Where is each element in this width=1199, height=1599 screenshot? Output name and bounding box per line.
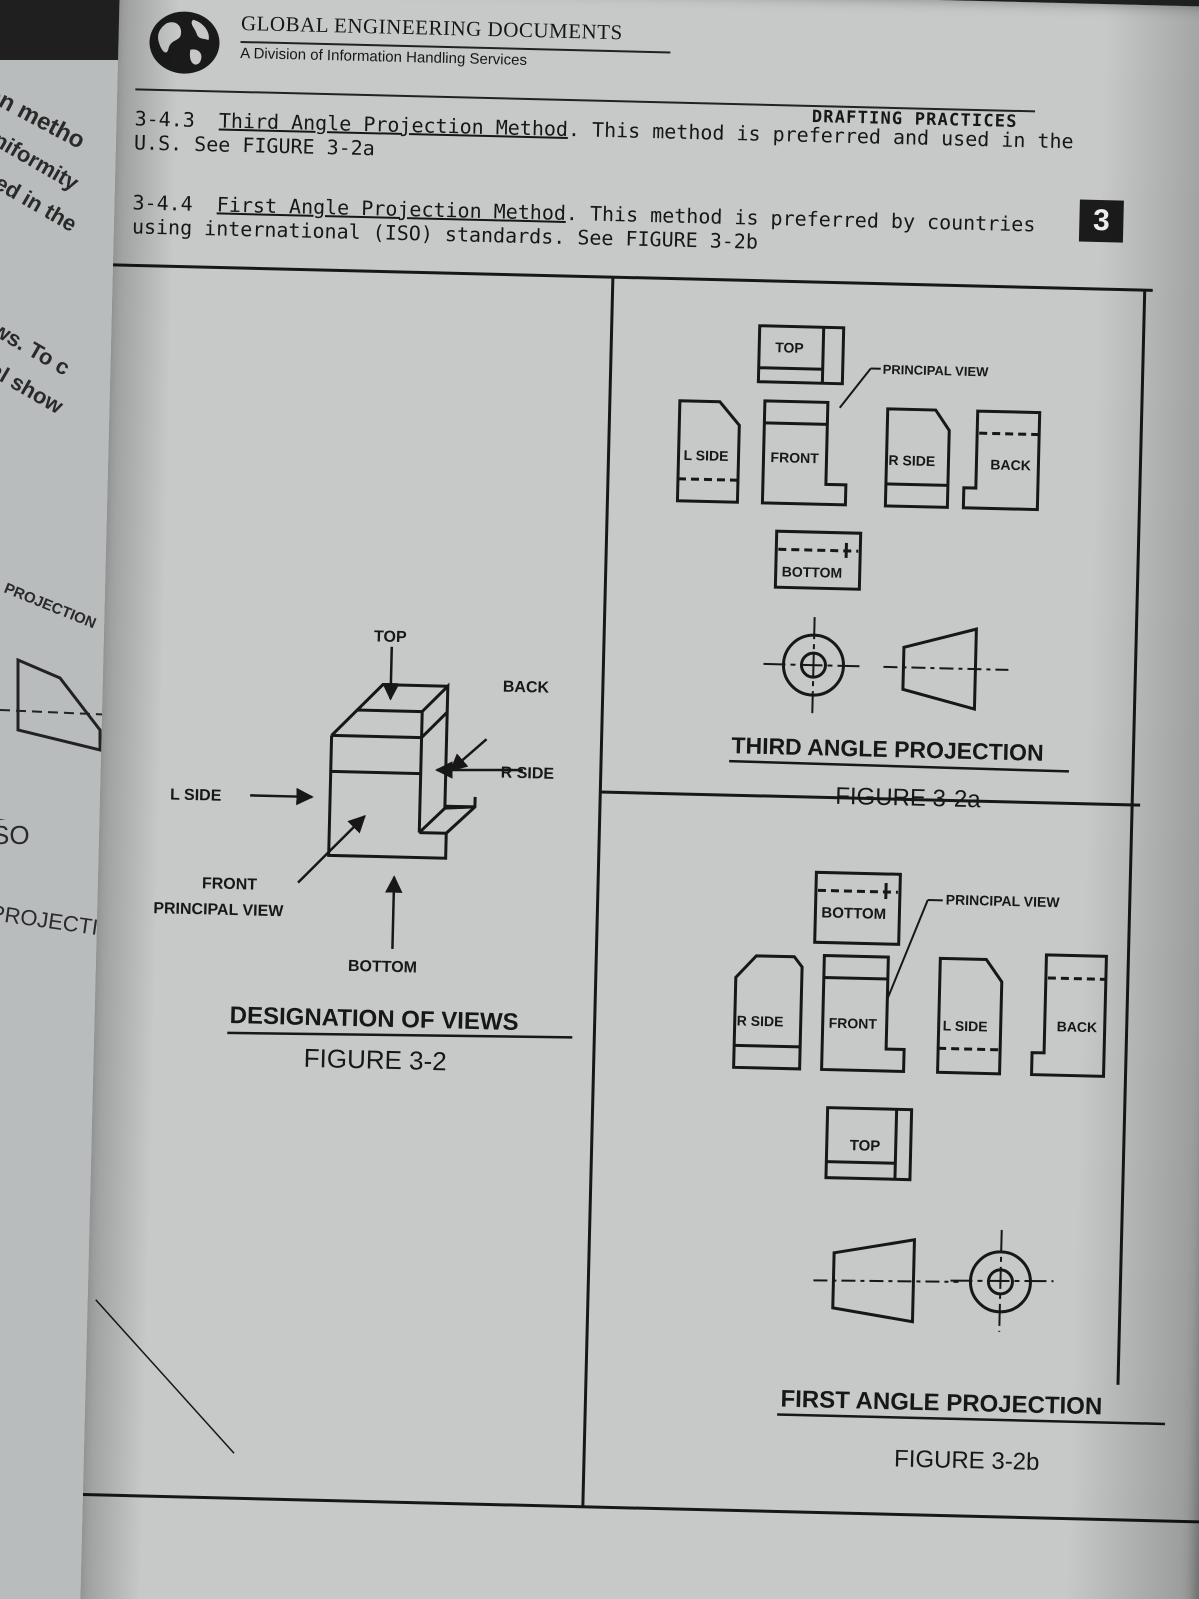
- left-page-text: PROJECTI: [0, 900, 100, 940]
- label-principal-view: PRINCIPAL VIEW: [946, 891, 1061, 910]
- third-angle-views: [675, 324, 1042, 718]
- figure-number: FIGURE 3-2a: [835, 783, 982, 814]
- label-back: BACK: [503, 679, 550, 697]
- label-bottom: BOTTOM: [348, 958, 417, 977]
- figure-frame-right: [1116, 290, 1147, 1385]
- label-r-side: R SIDE: [501, 765, 555, 783]
- figure-number: FIGURE 3-2: [303, 1043, 447, 1076]
- label-principal-view: PRINCIPAL VIEW: [883, 362, 990, 380]
- figure-frame-middle: [600, 790, 1141, 807]
- underline: [729, 759, 1069, 773]
- label-back: BACK: [1057, 1018, 1098, 1035]
- label-front: FRONT: [829, 1015, 878, 1032]
- label-l-side: L SIDE: [683, 447, 728, 464]
- label-bottom: BOTTOM: [821, 904, 886, 923]
- figure-title: DESIGNATION OF VIEWS: [229, 1002, 518, 1036]
- label-principal-view: PRINCIPAL VIEW: [153, 900, 284, 920]
- first-angle-views: [732, 870, 1108, 1332]
- underline: [227, 1031, 573, 1039]
- label-top: TOP: [374, 628, 407, 646]
- left-page-text: SO: [0, 820, 30, 850]
- label-front: FRONT: [202, 875, 258, 893]
- figure-title: THIRD ANGLE PROJECTION: [731, 732, 1044, 766]
- label-front: FRONT: [770, 449, 819, 466]
- label-l-side: L SIDE: [943, 1017, 988, 1034]
- label-r-side: R SIDE: [888, 452, 935, 469]
- label-top: TOP: [775, 339, 804, 356]
- label-top: TOP: [850, 1137, 881, 1155]
- globe-logo-icon: [149, 11, 220, 74]
- underline: [777, 1413, 1166, 1426]
- document-page: GLOBAL ENGINEERING DOCUMENTS A Division …: [79, 0, 1199, 1599]
- left-page-drawing: [0, 657, 116, 820]
- figure-frame-top: [113, 263, 1153, 292]
- figures: TOP BACK R SIDE L SIDE FRONT PRINCIPAL V…: [82, 263, 1199, 1524]
- figure-frame-divider: [581, 277, 615, 1507]
- label-l-side: L SIDE: [170, 786, 222, 804]
- figure-frame-bottom: [82, 1493, 1199, 1524]
- label-back: BACK: [990, 456, 1031, 473]
- pencil-mark: [95, 1299, 235, 1454]
- label-r-side: R SIDE: [737, 1012, 784, 1029]
- figure-number: FIGURE 3-2b: [894, 1445, 1040, 1476]
- label-bottom: BOTTOM: [782, 563, 843, 580]
